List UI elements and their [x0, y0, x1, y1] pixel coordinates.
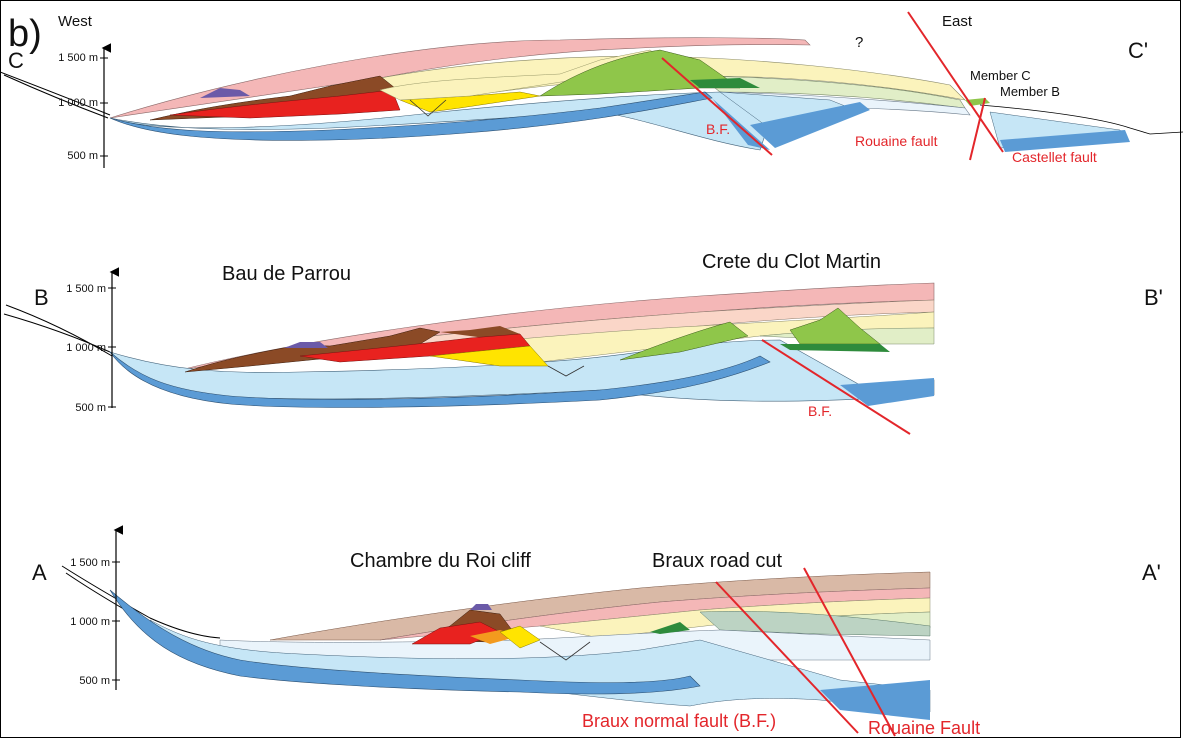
section-b-light-green-left — [619, 321, 749, 361]
section-b-brown-layer — [184, 327, 441, 373]
section-a-chambre-label: Chambre du Roi cliff — [350, 550, 531, 572]
section-b-dark-green-layer — [780, 344, 890, 352]
section-c-pink-layer — [109, 37, 811, 119]
section-b-tick-label-1500: 1 500 m — [66, 283, 106, 295]
section-c-castellet-label: Castellet fault — [1012, 149, 1097, 165]
section-c-surface-right — [979, 104, 1183, 135]
section-c-member-c-label: Member C — [970, 68, 1031, 83]
section-b-end-label: B' — [1144, 285, 1163, 310]
section-a-valley — [539, 641, 591, 661]
section-a-end-label: A' — [1142, 560, 1161, 585]
section-c-purple-cap — [200, 88, 250, 98]
section-b-dark-blue-layer — [109, 351, 771, 408]
section-b-tick-label-1000: 1 000 m — [66, 342, 106, 354]
section-a-braux-fault — [715, 581, 859, 734]
section-b-surface-line-2 — [5, 304, 113, 357]
section-c-dark-blue-block — [705, 92, 770, 150]
section-c-question-mark: ? — [855, 34, 863, 51]
section-c-castellet-fault — [907, 11, 1004, 153]
section-b-hanging-wall-base — [840, 378, 934, 406]
section-a-grey-green-layer — [699, 611, 931, 637]
section-a-purple-cap — [470, 604, 492, 610]
section-c: 1 500 m 1 000 m 500 m C C' West East ? M… — [0, 11, 1183, 168]
section-b-surface-line — [3, 313, 111, 353]
section-a-braux-fault-label: Braux normal fault (B.F.) — [582, 711, 776, 731]
section-c-tick-label-1000: 1 000 m — [58, 97, 98, 109]
section-c-valley — [409, 99, 447, 117]
section-c-rouaine-fault — [969, 97, 986, 161]
section-c-hanging-wall-base — [750, 102, 870, 148]
section-b-purple-cap — [284, 342, 328, 348]
section-c-bf-label: B.F. — [706, 121, 730, 137]
section-b: 1 500 m 1 000 m 500 m B B' Bau de Parrou… — [3, 251, 1163, 435]
section-a-surface-line — [61, 565, 221, 639]
section-a-braux-road-cut-label: Braux road cut — [652, 550, 783, 572]
section-c-east-label: East — [942, 13, 973, 30]
section-a-dark-blue-layer — [109, 589, 701, 695]
section-c-tick-label-500: 500 m — [67, 150, 98, 162]
section-a-rouaine-fault-label: Rouaine Fault — [868, 718, 980, 738]
section-b-bau-de-parrou-label: Bau de Parrou — [222, 263, 351, 285]
section-c-dark-green-layer — [690, 78, 760, 88]
panel-label: b) — [8, 13, 42, 55]
section-c-end-label: C' — [1128, 38, 1148, 63]
section-a-dark-green-sliver — [650, 622, 690, 634]
section-c-pale-green-layer — [699, 75, 966, 109]
section-a-yellow-layer — [499, 625, 541, 649]
section-a-tick-label-1500: 1 500 m — [70, 557, 110, 569]
section-c-surface-line — [0, 71, 111, 116]
section-c-surface-line-2 — [3, 74, 109, 119]
section-c-east-basement — [1000, 130, 1130, 152]
section-c-member-b-label: Member B — [1000, 84, 1060, 99]
section-b-red-layer — [299, 333, 531, 363]
section-c-light-blue-layer — [109, 91, 771, 151]
section-c-tick-label-1500: 1 500 m — [58, 52, 98, 64]
section-b-tick-label-500: 500 m — [75, 402, 106, 414]
section-a-start-label: A — [32, 560, 47, 585]
section-c-rouaine-label: Rouaine fault — [855, 133, 938, 149]
section-b-crete-label: Crete du Clot Martin — [702, 251, 881, 273]
section-a-tick-label-500: 500 m — [79, 675, 110, 687]
section-c-west-label: West — [58, 13, 93, 30]
section-c-red-layer — [169, 89, 401, 119]
section-c-start-label: C — [8, 48, 24, 73]
section-b-start-label: B — [34, 285, 49, 310]
section-b-valley — [547, 365, 585, 377]
section-a-rouaine-fault — [803, 567, 896, 737]
section-b-bf-fault — [761, 339, 911, 435]
section-a-tick-label-1000: 1 000 m — [70, 616, 110, 628]
section-a: 1 500 m 1 000 m 500 m A A' Chambre du Ro… — [32, 525, 1161, 738]
section-c-bf-fault — [661, 57, 773, 156]
section-b-yellow-layer — [429, 345, 549, 367]
section-b-bf-label: B.F. — [808, 403, 832, 419]
